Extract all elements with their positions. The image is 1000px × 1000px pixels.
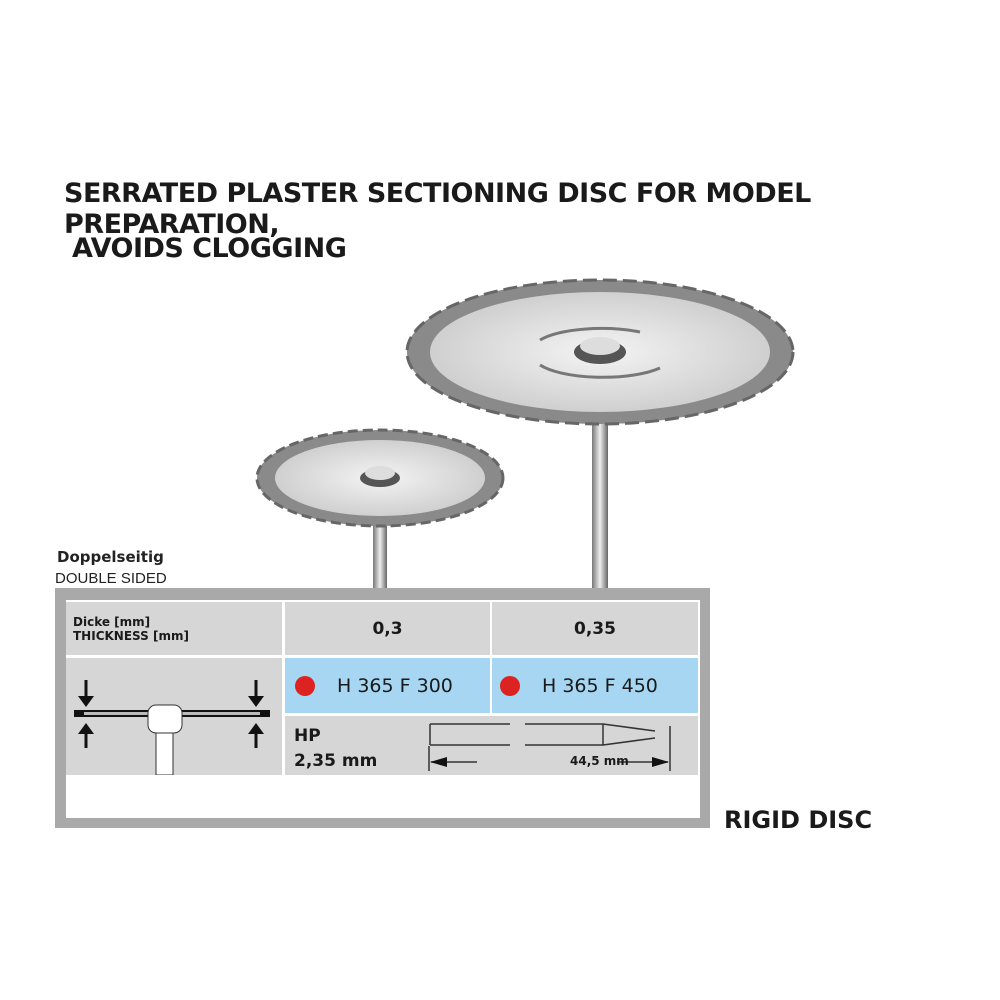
red-dot-icon xyxy=(295,675,315,696)
thickness-arrows-icon xyxy=(74,680,270,775)
thickness-label-en: THICKNESS [mm] xyxy=(73,628,189,643)
product-code-2-text: H 365 F 450 xyxy=(542,674,658,697)
product-code-1-text: H 365 F 300 xyxy=(337,674,453,697)
product-code-1: H 365 F 300 xyxy=(285,658,490,713)
small-disc xyxy=(255,428,505,590)
shank-length-diagram xyxy=(428,723,671,771)
red-dot-icon xyxy=(500,675,520,696)
shank-type: HP xyxy=(294,726,321,746)
thickness-label-de: Dicke [mm] xyxy=(73,614,151,629)
double-sided-label-de: Doppelseitig xyxy=(57,548,164,566)
double-sided-label-en: DOUBLE SIDED xyxy=(55,570,167,587)
spec-table: Dicke [mm] THICKNESS [mm] 0,3 0,35 H 365… xyxy=(66,600,700,818)
product-code-2: H 365 F 450 xyxy=(492,658,698,713)
shank-length: 44,5 mm xyxy=(570,754,629,768)
thickness-value-1: 0,3 xyxy=(285,602,490,655)
shank-row: HP 2,35 mm 44,5 mm xyxy=(285,716,698,775)
large-disc xyxy=(405,278,795,590)
thickness-value-2: 0,35 xyxy=(492,602,698,655)
title-line-1: SERRATED PLASTER SECTIONING DISC FOR MOD… xyxy=(64,178,811,240)
shank-diameter: 2,35 mm xyxy=(294,751,378,771)
disc-profile-diagram xyxy=(66,658,282,775)
product-discs-image xyxy=(255,278,795,590)
title-line-2: AVOIDS CLOGGING xyxy=(72,233,347,264)
rigid-disc-label: RIGID DISC xyxy=(724,806,873,834)
